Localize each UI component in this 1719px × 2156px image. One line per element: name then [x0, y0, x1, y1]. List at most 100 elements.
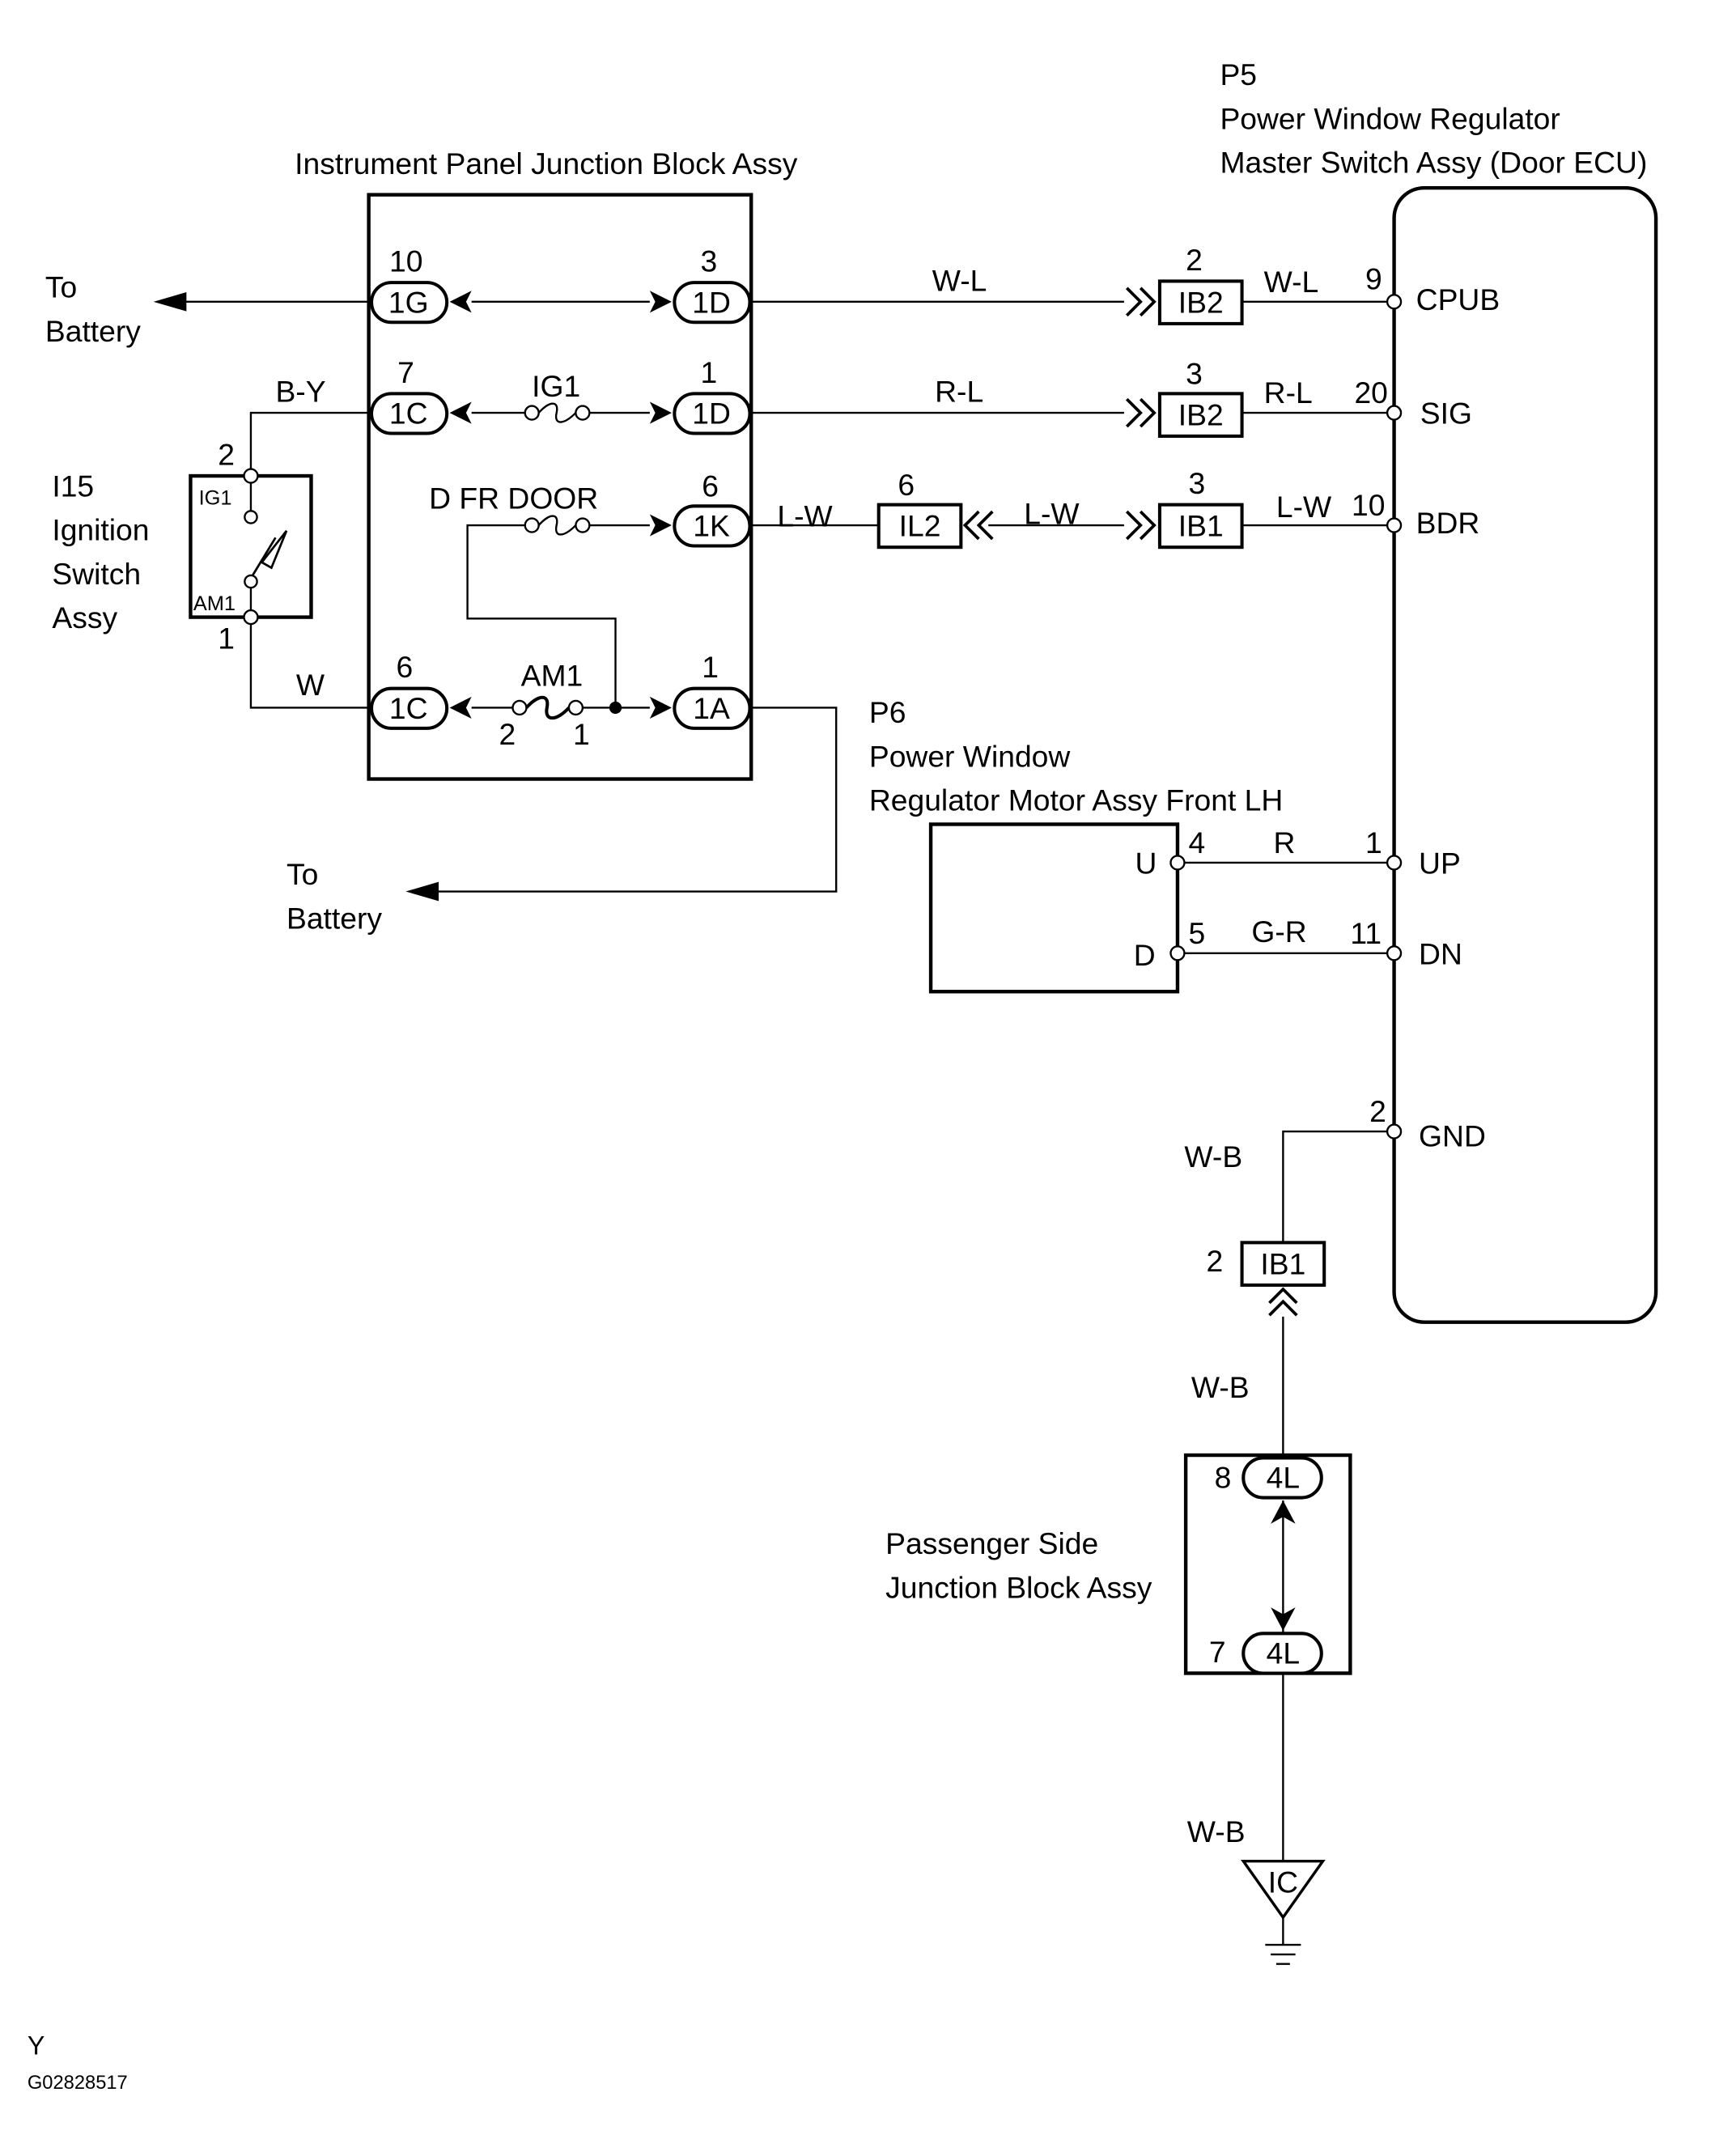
p5-title: P5 Power Window Regulator Master Switch …: [1220, 57, 1647, 179]
connector-pill-1c-bottom: [369, 686, 449, 730]
wire-label-w-b-3: W-B: [1187, 1814, 1246, 1848]
i15-contact-am1: [244, 574, 258, 589]
p6-motor-pins: U 4 D 5: [1134, 825, 1205, 972]
fuse-ig1: IG1: [524, 369, 591, 423]
fuse-am1-terminal-left: [511, 699, 528, 716]
connector-pin-4l-top: 8: [1215, 1461, 1232, 1495]
motor-pin-terminal-d: [1169, 945, 1186, 961]
motor-pin-number-u: 4: [1189, 825, 1206, 859]
wire-to-battery-2: [425, 707, 838, 893]
psjb-line1: Passenger Side: [885, 1526, 1098, 1560]
ecu-pin-number-bdr: 10: [1352, 488, 1385, 522]
ecu-pin-number-sig: 20: [1354, 376, 1387, 410]
ecu-pin-terminal-dn: [1386, 945, 1403, 961]
ecu-pin-sig: 20 SIG: [1354, 376, 1471, 430]
circuit-sig: B-Y R-L R-L: [249, 375, 1394, 477]
circuit-cpub: W-L W-L: [153, 263, 1394, 312]
splice-point: [609, 701, 622, 715]
to-battery-label-2: To Battery: [286, 857, 382, 935]
wire-label-r: R: [1274, 825, 1296, 859]
connector-pill-1c-top: [369, 392, 449, 435]
connector-box-il2: [876, 503, 963, 550]
ecu-pin-terminal-bdr: [1386, 517, 1403, 533]
to-battery-2-line1: To: [286, 857, 318, 891]
p5-name-line2: Master Switch Assy (Door ECU): [1220, 146, 1647, 180]
i15-line2: Switch: [52, 557, 141, 591]
connector-arrowhead-1c-top: [449, 401, 472, 424]
connector-pill-1g: [369, 281, 449, 325]
connector-pin-il2: 6: [898, 468, 915, 502]
ecu-pin-number-dn: 11: [1350, 916, 1382, 950]
p6-label: P6 Power Window Regulator Motor Assy Fro…: [869, 695, 1283, 817]
connector-pin-ib1-b: 2: [1207, 1244, 1224, 1278]
ecu-pin-name-gnd: GND: [1419, 1119, 1486, 1153]
connector-pill-4l-bottom: [1242, 1632, 1323, 1675]
wire-label-r-l-1: R-L: [935, 375, 983, 409]
inline-connector-ib1-b: IB1 2: [1207, 1241, 1326, 1317]
chevron-ib1-b-1: [1268, 1287, 1298, 1305]
fuse-am1-pin-left: 2: [499, 717, 516, 751]
connector-label-1k: 1K: [693, 509, 730, 543]
connector-pin-1c-bottom: 6: [397, 650, 414, 684]
psjb-line2: Junction Block Assy: [885, 1570, 1152, 1604]
wire-w: [249, 617, 372, 709]
ecu-pin-bdr: 10 BDR: [1352, 488, 1479, 540]
psjb-connector-4l-top: 4L 8: [1215, 1456, 1323, 1524]
connector-box-ib2-a: [1157, 279, 1244, 325]
i15-pin-ig1-label: IG1: [199, 487, 232, 510]
fuse-ig1-label: IG1: [532, 369, 580, 403]
inline-connector-il2: IL2 6: [876, 468, 994, 550]
wire-label-w-b-2: W-B: [1191, 1370, 1250, 1404]
circuit-am1: W: [249, 617, 838, 902]
motor-pin-terminal-u: [1169, 855, 1186, 871]
footer-letter: Y: [28, 2031, 45, 2061]
i15-switch-internals: 2 1 IG1 AM1: [193, 437, 288, 656]
fuse-am1-terminal-right: [567, 699, 584, 716]
ipjb-box: [367, 193, 753, 781]
connector-label-ib1-b: IB1: [1260, 1246, 1305, 1280]
connector-pin-1k: 6: [702, 469, 719, 503]
i15-pin-bottom: 1: [218, 622, 235, 656]
fuse-dfrdoor-label: D FR DOOR: [429, 482, 598, 516]
wire-label-w-l-2: W-L: [1264, 265, 1319, 299]
connector-box-ib1-b: [1240, 1241, 1326, 1287]
fuse-ig1-terminal-left: [524, 405, 540, 421]
fuse-ig1-terminal-right: [575, 405, 591, 421]
chevron-ib1-a-2: [1139, 510, 1157, 541]
ipjb-connector-1g: 1G 10: [369, 244, 472, 325]
ground-ic: IC: [1240, 1859, 1326, 1965]
connector-arrowhead-1d-top: [649, 291, 672, 313]
wire-label-l-w-1: L-W: [777, 499, 833, 533]
p6-line2: Regulator Motor Assy Front LH: [869, 783, 1283, 817]
ipjb-internal-dfrdoor-feed: [466, 524, 617, 708]
arrow-to-battery-2: [405, 881, 439, 902]
wire-b-y: [249, 411, 372, 477]
ipjb-connector-1d-top: 1D 3: [649, 244, 752, 325]
psjb-connector-4l-bottom: 4L 7: [1209, 1607, 1323, 1675]
ecu-pin-cpub: 9 CPUB: [1365, 262, 1500, 316]
chevron-il2-1: [962, 510, 980, 541]
wire-label-r-l-2: R-L: [1264, 376, 1313, 410]
ecu-pin-terminal-sig: [1386, 405, 1403, 421]
wire-label-l-w-2: L-W: [1024, 496, 1080, 530]
chevron-ib2-b-2: [1139, 397, 1157, 428]
ecu-pin-name-dn: DN: [1419, 936, 1462, 970]
inline-connector-ib2-a: IB2 2: [1125, 243, 1244, 325]
chevron-ib2-b-1: [1125, 397, 1143, 428]
connector-pin-ib2-a: 2: [1186, 243, 1203, 277]
fuse-dfrdoor-terminal-right: [575, 517, 591, 533]
wire-label-l-w-3: L-W: [1276, 490, 1332, 524]
to-battery-label-1: To Battery: [45, 270, 141, 348]
i15-line3: Assy: [52, 601, 117, 634]
fuse-am1-element: [524, 695, 571, 720]
fuse-am1-label: AM1: [521, 658, 584, 692]
i15-label: I15 Ignition Switch Assy: [52, 469, 149, 634]
ecu-pin-name-sig: SIG: [1420, 397, 1472, 431]
connector-pin-1d-bottom: 1: [701, 355, 718, 389]
connector-box-ib1-a: [1157, 503, 1244, 550]
connector-arrowhead-1d-bottom: [649, 401, 672, 424]
to-battery-2-line2: Battery: [286, 901, 382, 935]
connector-label-ib1-a: IB1: [1178, 509, 1224, 543]
p5-ecu-box: [1392, 185, 1658, 1324]
